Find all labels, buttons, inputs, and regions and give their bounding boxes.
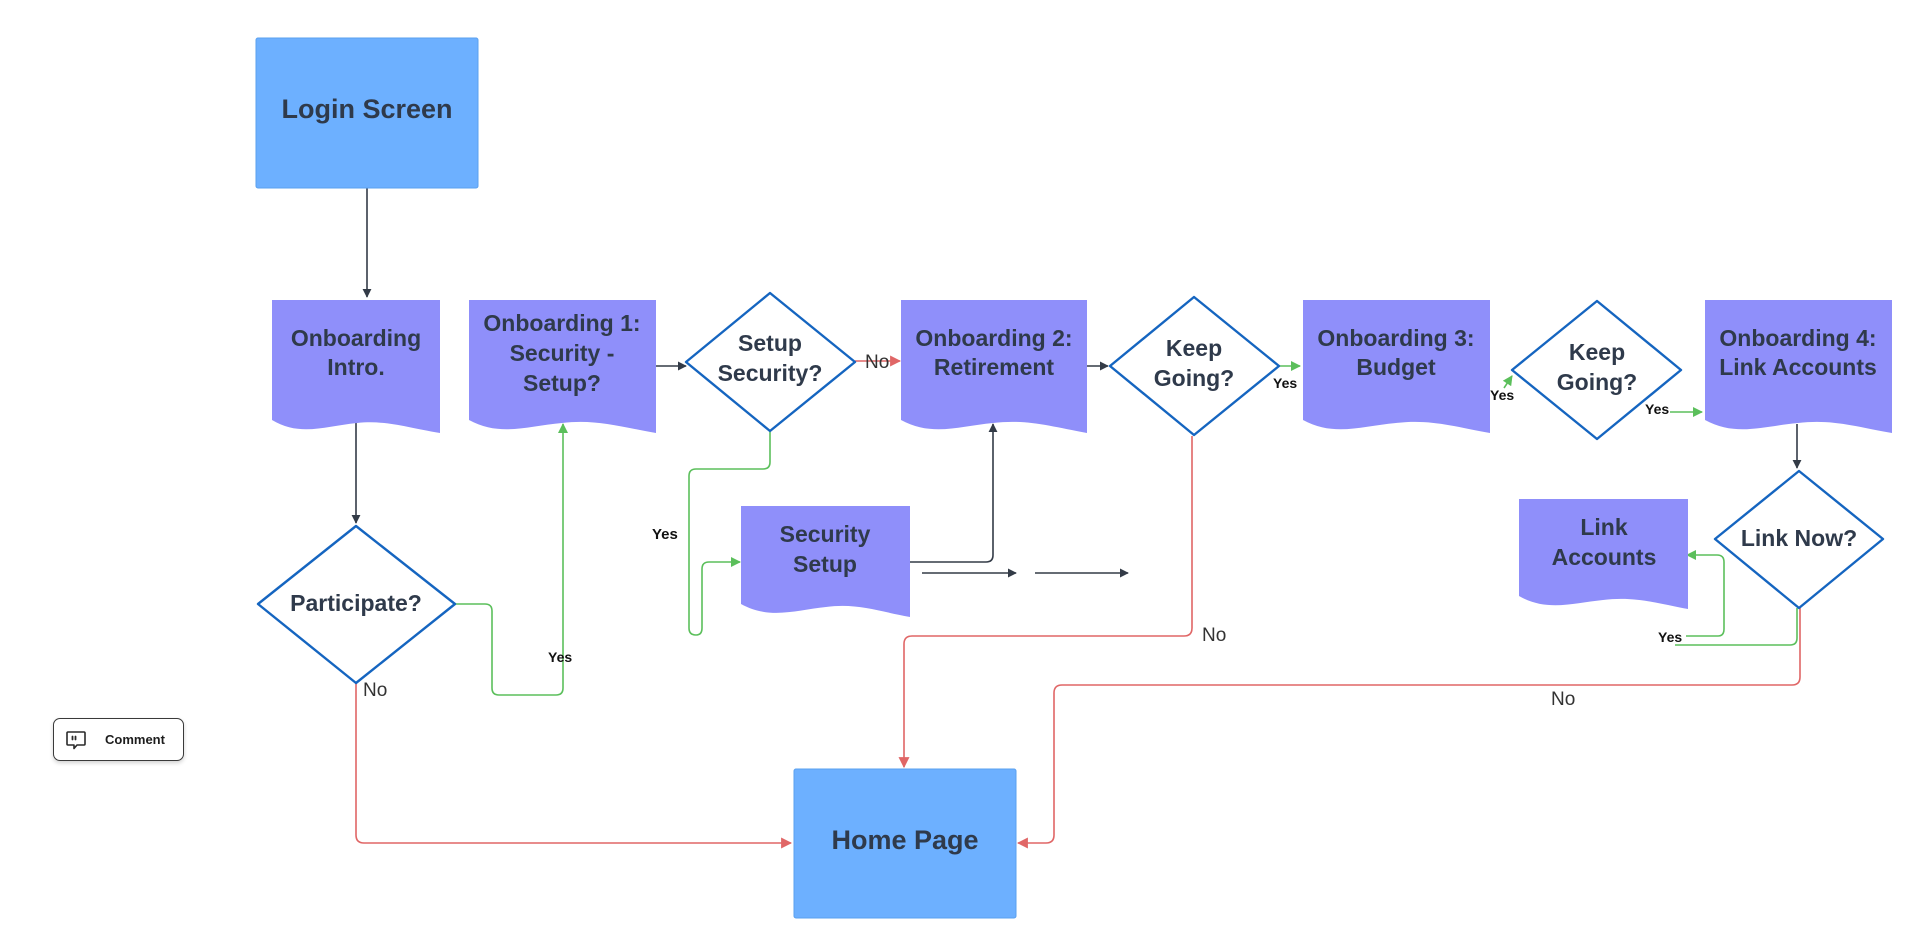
link-accounts-node[interactable]: Link Accounts [1519,499,1688,609]
security-setup-label-line-2: Setup [793,551,857,577]
participate-decision[interactable]: Participate? [256,524,457,685]
onboarding-2-node[interactable]: Onboarding 2: Retirement [901,300,1087,433]
onboarding-1-label-line-1: Onboarding 1: [483,310,640,336]
onboarding-4-label-line-1: Onboarding 4: [1719,325,1876,351]
security-setup-node[interactable]: Security Setup [741,506,910,617]
keep-going-1-no-label: No [1202,625,1226,646]
edge-security-setup-to-onboarding-2 [910,423,998,563]
keep-going-1-yes-label: Yes [1273,375,1297,391]
participate-yes-label: Yes [548,649,572,665]
link-accounts-label-line-2: Accounts [1552,544,1657,570]
onboarding-1-node[interactable]: Onboarding 1: Security - Setup? [469,300,656,433]
keep-going-2-label-line-1: Keep [1569,339,1625,365]
edge-labels: No Yes Yes No Yes Yes Yes No Yes No [363,352,1682,710]
setup-security-label-line-2: Security? [718,360,823,386]
edge-setup-security-yes-to-security-setup [688,432,771,636]
setup-security-decision[interactable]: Setup Security? [684,291,857,433]
edge-link-now-yes-branch [1686,550,1725,637]
edge-link-now-no-to-home-page [1016,608,1801,849]
onboarding-4-node[interactable]: Onboarding 4: Link Accounts [1705,300,1892,433]
link-now-yes-label: Yes [1658,629,1682,645]
keep-going-2-yes-right-label: Yes [1645,401,1669,417]
security-setup-label-line-1: Security [780,521,871,547]
edge-keep-going-1-no-to-home-page [898,436,1193,769]
onboarding-4-label-line-2: Link Accounts [1719,354,1877,380]
onboarding-3-node[interactable]: Onboarding 3: Budget [1303,300,1490,433]
onboarding-intro-node[interactable]: Onboarding Intro. [272,300,440,433]
keep-going-2-label-line-2: Going? [1557,369,1637,395]
setup-security-yes-label: Yes [652,526,678,543]
keep-going-2-decision[interactable]: Keep Going? [1510,299,1683,441]
home-page-label: Home Page [831,825,978,855]
onboarding-2-label-line-2: Retirement [934,354,1054,380]
edge-onboarding-3-yes-to-keep-going-2 [1502,375,1513,389]
link-accounts-label-line-1: Link [1580,514,1627,540]
comment-label: Comment [105,732,165,747]
edge-link-now-yes-to-link-accounts [1675,608,1798,646]
link-now-decision[interactable]: Link Now? [1713,469,1885,610]
home-page-node[interactable]: Home Page [793,768,1017,919]
setup-security-no-label: No [865,352,889,373]
onboarding-2-label-line-1: Onboarding 2: [915,325,1072,351]
participate-no-label: No [363,680,387,701]
onboarding-3-label-line-1: Onboarding 3: [1317,325,1474,351]
login-screen-label: Login Screen [281,94,452,124]
login-screen-node[interactable]: Login Screen [255,37,479,189]
keep-going-1-label-line-2: Going? [1154,365,1234,391]
setup-security-label-line-1: Setup [738,330,802,356]
onboarding-1-label-line-2: Security - [510,340,615,366]
onboarding-3-label-line-2: Budget [1356,354,1436,380]
keep-going-1-label-line-1: Keep [1166,335,1222,361]
keep-going-1-decision[interactable]: Keep Going? [1108,295,1281,437]
comment-button[interactable]: Comment [53,718,184,761]
keep-going-2-yes-left-label: Yes [1490,387,1514,403]
onboarding-1-label-line-3: Setup? [523,370,601,396]
participate-label: Participate? [290,590,422,616]
edge-participate-yes-to-onboarding-1 [455,423,568,696]
onboarding-intro-label-line-1: Onboarding [291,325,421,351]
onboarding-intro-label-line-2: Intro. [327,354,385,380]
link-now-no-label: No [1551,689,1575,710]
speech-bubble-quote-icon [65,729,87,751]
link-now-label: Link Now? [1741,525,1857,551]
edge-participate-no-to-home-page [355,683,793,849]
